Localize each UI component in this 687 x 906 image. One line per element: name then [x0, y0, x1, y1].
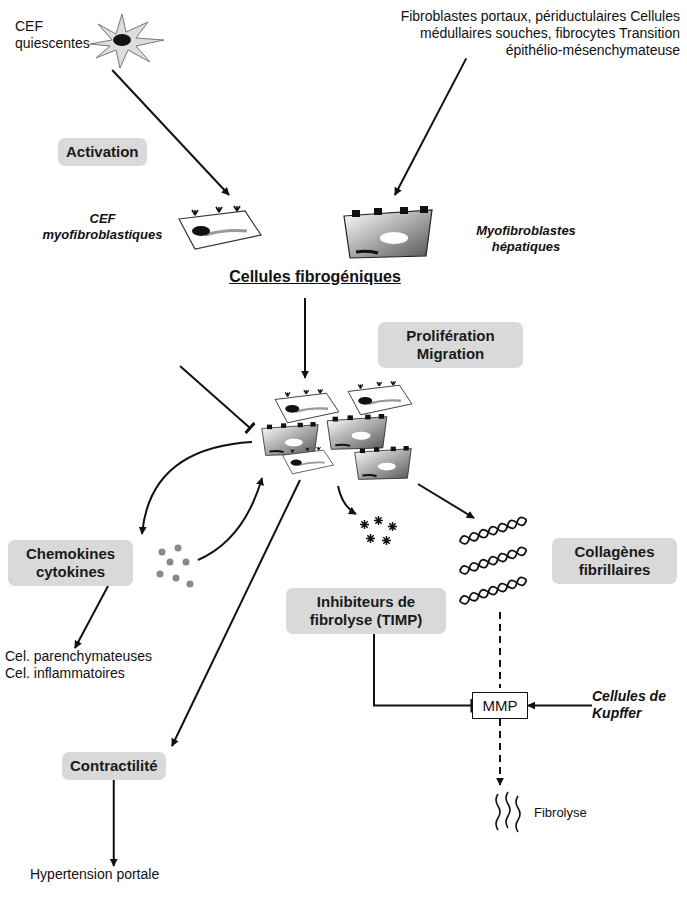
drawing-part	[90, 14, 164, 68]
drawing-part	[516, 796, 520, 832]
enzyme-box: MMP	[472, 692, 528, 719]
drawing-part	[338, 486, 356, 514]
drawing-part	[348, 381, 412, 414]
arrow-connector	[75, 586, 108, 648]
quiescent-cell	[90, 14, 164, 68]
cytokine-dots	[157, 545, 194, 588]
drawing-part	[172, 480, 300, 746]
arrow-connector	[113, 780, 115, 866]
drawing-part	[179, 206, 261, 249]
source-label: Fibroblastes portaux, périductulaires Ce…	[395, 8, 680, 58]
arrow-connector	[112, 70, 229, 195]
drawing-part	[159, 549, 166, 556]
cell-label: Cellules de Kupffer	[592, 688, 684, 722]
drawing-part	[366, 534, 375, 543]
outcome-label: Fibrolyse	[488, 785, 608, 833]
fibrolysis-fragments	[496, 792, 520, 832]
node-text: CEF quiescentes	[15, 18, 87, 52]
drawing-part	[355, 446, 412, 479]
cell-group: CEF myofibroblastiquesCellules fibrogéni…	[40, 195, 565, 295]
node-text: CEF myofibroblastiques	[40, 211, 165, 242]
drawing-part	[304, 298, 306, 378]
node-text: Cellules de Kupffer	[592, 688, 684, 722]
drawing-part	[282, 447, 333, 474]
drawing-part	[459, 576, 528, 605]
drawing-part	[175, 545, 182, 552]
drawing-part	[173, 575, 180, 582]
node-text: MMP	[479, 697, 521, 714]
drawing-part	[142, 442, 252, 534]
drawing-part	[180, 366, 250, 428]
drawing-part	[167, 559, 174, 566]
drawing-part	[506, 792, 510, 828]
drawing-part	[459, 576, 528, 605]
drawing-part	[374, 516, 383, 525]
drawing-part	[183, 559, 190, 566]
node-text: Chemokines cytokines	[16, 545, 125, 581]
drawing-part	[499, 612, 501, 688]
fibrogenic-cells	[179, 206, 432, 258]
drawing-part	[459, 516, 528, 545]
drawing-part	[459, 576, 528, 605]
drawing-part	[496, 794, 500, 830]
drawing-part	[418, 484, 474, 518]
target-label: Cel. parenchymateuses Cel. inflammatoire…	[5, 648, 180, 682]
process-box: Collagènes fibrillaires	[552, 538, 677, 584]
inhibition-connector	[374, 634, 472, 706]
drawing-part	[459, 546, 528, 575]
node-text: Fibroblastes portaux, périductulaires Ce…	[395, 8, 680, 58]
arrow-connector	[395, 58, 466, 195]
drawing-part	[388, 522, 397, 531]
drawing-part	[198, 478, 262, 560]
outcome-label: Hypertension portale	[30, 866, 159, 883]
drawing-part	[382, 536, 391, 545]
node-text: Inhibiteurs de fibrolyse (TIMP)	[294, 593, 438, 629]
node-text: Contractilité	[70, 757, 158, 775]
process-box: Inhibiteurs de fibrolyse (TIMP)	[286, 588, 446, 634]
process-box: Chemokines cytokines	[8, 540, 133, 586]
collagen-helix	[459, 516, 528, 605]
timp-stars	[360, 516, 397, 545]
node-text: Activation	[66, 143, 139, 161]
drawing-part	[344, 206, 432, 258]
drawing-part	[459, 546, 528, 575]
arrow-connector	[528, 705, 592, 707]
cell-label: CEF quiescentes	[15, 18, 177, 70]
drawing-part	[113, 34, 131, 46]
node-text: Hypertension portale	[30, 866, 159, 883]
node-text: Cel. parenchymateuses Cel. inflammatoire…	[5, 648, 180, 682]
process-box: Contractilité	[62, 752, 166, 780]
drawing-part	[459, 546, 528, 575]
drawing-part	[275, 389, 339, 422]
node-text: Fibrolyse	[534, 805, 608, 821]
node-text: Collagènes fibrillaires	[560, 543, 669, 579]
drawing-part	[262, 422, 318, 455]
drawing-part	[327, 414, 387, 449]
node-text: Myofibroblastes hépatiques	[467, 223, 585, 254]
node-text: Prolifération Migration	[386, 327, 515, 363]
drawing-part	[459, 516, 528, 545]
proliferating-cells	[262, 381, 412, 479]
drawing-part	[187, 581, 194, 588]
drawing-part	[360, 520, 369, 529]
drawing-part	[157, 571, 164, 578]
drawing-part	[459, 516, 528, 545]
process-box: Activation	[58, 138, 147, 166]
arrow-connector	[499, 719, 501, 785]
process-box: Prolifération Migration	[378, 322, 523, 368]
node-text: Cellules fibrogéniques	[185, 267, 445, 286]
